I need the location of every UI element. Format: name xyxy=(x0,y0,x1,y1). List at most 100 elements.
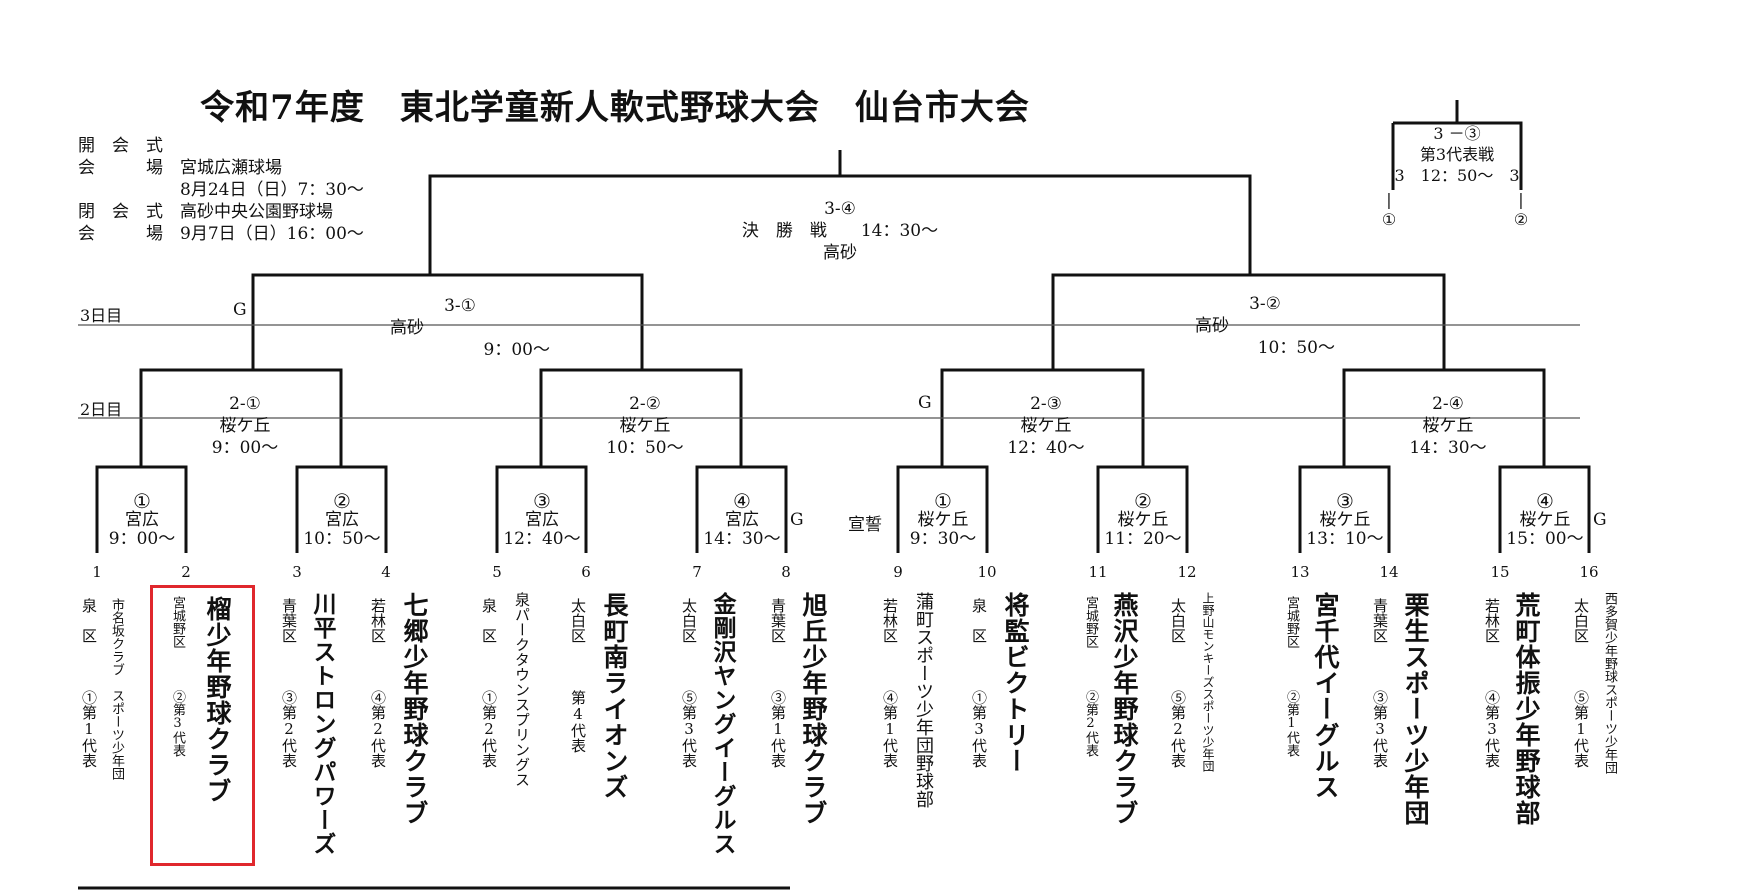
g-mark: G xyxy=(790,510,804,530)
team-name: 七郷少年野球クラブ xyxy=(400,592,429,826)
slot-number: 9 xyxy=(893,563,903,581)
team-district: 太白区 xyxy=(1169,598,1187,643)
round2-match: 2-④ 桜ケ丘 14：30～ xyxy=(1378,393,1518,459)
match-code: 3 －③ xyxy=(1433,124,1481,143)
match-time: 14：30～ xyxy=(703,529,781,549)
match-number: ① xyxy=(934,489,952,513)
team-name: 栗生スポーツ少年団 xyxy=(1401,592,1430,826)
match-venue: 高砂 xyxy=(1195,316,1229,336)
team-name: 泉パークタウンスプリングス xyxy=(513,592,531,787)
slot-number: 11 xyxy=(1088,563,1108,581)
slot-number: 15 xyxy=(1490,563,1510,581)
match-time: 12：40～ xyxy=(1007,438,1085,458)
match-time: 10：50～ xyxy=(303,529,381,549)
slot-number: 4 xyxy=(381,563,391,581)
team-rep: ⑤第2代表 xyxy=(1169,690,1187,768)
match-number: ③ xyxy=(1336,489,1354,513)
match-code: 2-④ xyxy=(1432,394,1464,414)
match-venue: 桜ケ丘 xyxy=(219,416,271,436)
dash: | xyxy=(1386,190,1392,209)
match-venue: 桜ケ丘 xyxy=(917,510,969,530)
match-venue: 桜ケ丘 xyxy=(1020,416,1072,436)
match-time: 9：00～ xyxy=(211,438,279,458)
team-district: 太白区 xyxy=(569,598,587,643)
team-rep: ①第1代表 xyxy=(80,690,98,768)
team-district: 泉 区 xyxy=(480,598,498,643)
source-num: ② xyxy=(1513,210,1529,229)
round1-match: ③ 宮広 12：40～ xyxy=(499,489,585,549)
match-venue: 高砂 xyxy=(823,243,857,263)
match-venue: 桜ケ丘 xyxy=(1319,510,1371,530)
match-code: 2-③ xyxy=(1030,394,1062,414)
team-district: 青葉区 xyxy=(280,598,298,643)
round1-match: ④ 桜ケ丘 15：00～ xyxy=(1502,489,1588,549)
slot-number: 3 xyxy=(292,563,302,581)
team-district: 若林区 xyxy=(881,598,899,643)
match-venue: 桜ケ丘 xyxy=(1422,416,1474,436)
match-number: ④ xyxy=(733,489,751,513)
team-district: 太白区 xyxy=(680,598,698,643)
info-line: 8月24日（日）7：30～ xyxy=(78,180,364,200)
team-rep: ④第2代表 xyxy=(369,690,387,768)
slot-number: 7 xyxy=(692,563,702,581)
g-mark: G xyxy=(1593,510,1607,530)
team-rep: ④第3代表 xyxy=(1483,690,1501,768)
team-name: 長町南ライオンズ xyxy=(600,592,629,800)
day3-label: 3日目 xyxy=(80,306,123,325)
round1-match: ① 宮広 9：00～ xyxy=(99,491,185,549)
team-district: 若林区 xyxy=(1483,598,1501,643)
team-rep: ②第2代表 xyxy=(1083,690,1098,757)
match-number: ② xyxy=(333,489,351,513)
match-time: 12：40～ xyxy=(503,529,581,549)
team-rep: ②第1代表 xyxy=(1284,690,1299,757)
team-name: 川平ストロングパワーズ xyxy=(309,592,336,856)
team-name: 市名坂クラブ スポーツ少年団 xyxy=(109,598,124,780)
match-time: 11：20～ xyxy=(1104,529,1182,549)
match-name: 決 勝 戦 14：30～ xyxy=(741,221,939,241)
slot-number: 6 xyxy=(581,563,591,581)
match-number: ③ xyxy=(533,489,551,513)
match-code: 2-① xyxy=(229,394,261,414)
team-district: 宮城野区 xyxy=(1284,596,1299,648)
team-rep: ③第1代表 xyxy=(769,690,787,768)
match-time: 13：10～ xyxy=(1306,529,1384,549)
final-match: 3-④ 決 勝 戦 14：30～ 高砂 xyxy=(640,198,1040,264)
team-rep: ①第2代表 xyxy=(480,690,498,768)
slot-number: 10 xyxy=(977,563,997,581)
round2-match: 2-③ 桜ケ丘 12：40～ xyxy=(976,393,1116,459)
match-number: ④ xyxy=(1536,489,1554,513)
match-venue: 桜ケ丘 xyxy=(619,416,671,436)
oath-label: 宣誓 xyxy=(848,515,882,535)
team-rep: ③第2代表 xyxy=(280,690,298,768)
match-time: 15：00～ xyxy=(1506,529,1584,549)
match-name: 第3代表戦 xyxy=(1419,145,1495,164)
day2-label: 2日目 xyxy=(80,400,123,419)
match-time: 14：30～ xyxy=(1409,438,1487,458)
slot-number: 14 xyxy=(1379,563,1399,581)
team-district: 太白区 xyxy=(1572,598,1590,643)
team-rep: 第4代表 xyxy=(569,690,587,753)
team-name: 荒町体振少年野球部 xyxy=(1512,592,1541,826)
slot-number: 12 xyxy=(1177,563,1197,581)
info-line: 会 場 宮城広瀬球場 xyxy=(78,158,282,178)
match-code: 3-① xyxy=(444,296,476,316)
slot-number: 8 xyxy=(781,563,791,581)
round3-match: 3-② 高砂 10：50～ xyxy=(1195,293,1335,359)
team-name: 上野山モンキーズスポーツ少年団 xyxy=(1201,592,1215,772)
team-name: 金剛沢ヤングイーグルス xyxy=(709,592,736,856)
info-line: 閉 会 式 高砂中央公園野球場 xyxy=(78,202,333,222)
match-code: 3-④ xyxy=(824,199,856,219)
slot-number: 16 xyxy=(1579,563,1599,581)
team-district: 青葉区 xyxy=(769,598,787,643)
match-time: 9：00～ xyxy=(108,529,176,549)
slot-number: 5 xyxy=(492,563,502,581)
team-rep: ③第3代表 xyxy=(1371,690,1389,768)
team-rep: ⑤第1代表 xyxy=(1572,690,1590,768)
team-district: 宮城野区 xyxy=(1083,596,1098,648)
team-district: 泉 区 xyxy=(970,598,988,643)
third-place-match: 3 －③ 第3代表戦 3 12：50～ 3 xyxy=(1377,123,1537,186)
match-time: 9：30～ xyxy=(909,529,977,549)
match-number: ② xyxy=(1134,489,1152,513)
source-num: ① xyxy=(1381,210,1397,229)
